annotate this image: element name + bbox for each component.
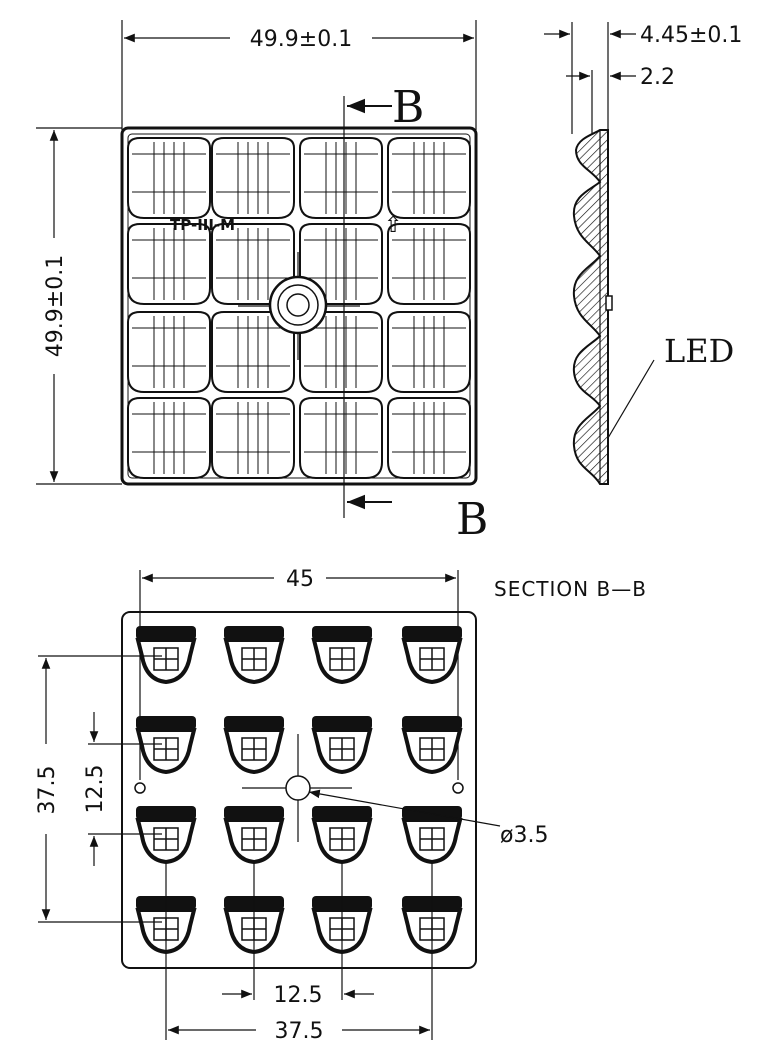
base-dimension: 2.2: [566, 65, 675, 90]
lens-cell: [387, 311, 471, 393]
lens-cell: [387, 137, 471, 219]
section-lens-cell: [223, 626, 285, 685]
lens-cell: [127, 397, 211, 479]
horizontal-pitch-dim-label: 12.5: [274, 983, 323, 1008]
section-marker-top: B: [343, 82, 424, 480]
lens-cell: [127, 137, 211, 219]
center-hole: ø3.5: [242, 734, 548, 848]
thickness-dimension: 4.45±0.1: [544, 23, 742, 48]
section-lens-cell: [223, 716, 285, 775]
lens-cell: [299, 137, 383, 219]
led-callout: LED: [607, 332, 734, 439]
lens-cell: [127, 311, 211, 393]
center-mounting-boss: [238, 252, 360, 360]
lens-cell: [211, 137, 295, 219]
lens-cell: [387, 223, 471, 305]
span-dim-label: 45: [286, 567, 314, 592]
section-lens-cell: [135, 806, 197, 865]
orientation-arrow: ⇧: [384, 213, 402, 238]
lens-cell: [211, 311, 295, 393]
thickness-dim-label: 4.45±0.1: [640, 23, 742, 48]
section-lens-cell: [401, 806, 463, 865]
section-title: SECTION B—B: [494, 577, 647, 601]
vertical-outer-dim-label: 37.5: [35, 766, 60, 815]
section-lens-grid: [135, 626, 463, 955]
section-lens-cell: [135, 626, 197, 685]
lens-section-profile: [572, 129, 609, 485]
horizontal-outer-dim-label: 37.5: [275, 1019, 324, 1044]
height-dimension: 49.9±0.1: [43, 130, 68, 482]
vertical-outer-dimension: 37.5: [35, 658, 60, 920]
led-label: LED: [664, 332, 734, 370]
lens-cell: [299, 397, 383, 479]
span-dimension: 45: [142, 567, 456, 592]
section-lens-cell: [135, 716, 197, 775]
top-view: 49.9±0.1 49.9±0.1 TP-III-M ⇧ B: [36, 20, 488, 545]
horizontal-outer-dimension: 37.5: [168, 1019, 430, 1044]
base-dim-label: 2.2: [640, 65, 675, 90]
width-dimension: 49.9±0.1: [124, 27, 474, 52]
horizontal-pitch-dimension: 12.5: [222, 983, 374, 1008]
lens-outline: [120, 126, 478, 486]
section-marker-bottom: B: [343, 480, 488, 545]
top-lens-grid: [127, 137, 471, 479]
side-view: 4.45±0.1 2.2 LED: [544, 22, 742, 485]
section-lens-cell: [223, 806, 285, 865]
lens-cell: [211, 397, 295, 479]
mount-hole-left: [134, 782, 146, 794]
mount-hole-right: [452, 782, 464, 794]
section-lens-cell: [401, 626, 463, 685]
section-letter-top: B: [392, 82, 424, 133]
lens-cell: [387, 397, 471, 479]
vertical-pitch-dimension: 12.5: [83, 712, 108, 866]
height-dim-label: 49.9±0.1: [43, 255, 68, 357]
section-lens-cell: [401, 716, 463, 775]
hole-dim-label: ø3.5: [500, 823, 548, 848]
section-letter-bottom: B: [456, 494, 488, 545]
vertical-pitch-dim-label: 12.5: [83, 765, 108, 814]
width-dim-label: 49.9±0.1: [250, 27, 352, 52]
section-view: SECTION B—B 45 ø3.5 37.5: [35, 567, 647, 1044]
part-marking: TP-III-M: [170, 216, 235, 234]
section-lens-cell: [311, 806, 373, 865]
lens-cell: [127, 223, 211, 305]
section-outline: [121, 611, 477, 969]
section-lens-cell: [311, 716, 373, 775]
section-lens-cell: [311, 626, 373, 685]
